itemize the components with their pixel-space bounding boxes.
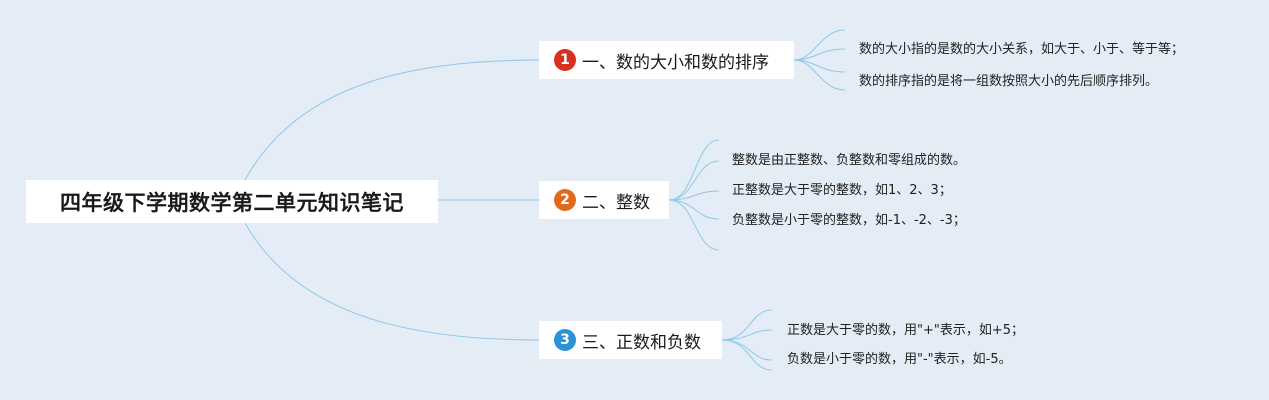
connector-b1-leaf-2-link bbox=[793, 59, 846, 91]
number-badge-1: 1 bbox=[554, 49, 576, 71]
connector-b3-fan-1 bbox=[721, 309, 773, 341]
leaf-topic[interactable]: 数的大小指的是数的大小关系，如大于、小于、等于等； bbox=[859, 42, 1185, 57]
branch-topic-label: 一、数的大小和数的排序 bbox=[582, 52, 769, 73]
connector-b3-leaf-2 bbox=[721, 339, 773, 361]
connector-b1-leaf-1-link bbox=[793, 48, 846, 61]
leaf-topic[interactable]: 整数是由正整数、负整数和零组成的数。 bbox=[732, 153, 967, 168]
connector-b3-fan-4 bbox=[721, 339, 773, 371]
leaf-topic[interactable]: 负数是小于零的数，用"-"表示，如-5。 bbox=[787, 352, 1012, 367]
connector-root-branch-1 bbox=[244, 59, 540, 181]
connector-b2-leaf-2 bbox=[668, 190, 720, 201]
connector-b2-leaf-3 bbox=[668, 199, 720, 220]
branch-topic-label: 二、整数 bbox=[582, 192, 650, 213]
number-badge-3: 3 bbox=[554, 329, 576, 351]
leaf-topic[interactable]: 数的排序指的是将一组数按照大小的先后顺序排列。 bbox=[859, 74, 1159, 89]
root-topic-label: 四年级下学期数学第二单元知识笔记 bbox=[60, 190, 404, 215]
connector-b2-fan-1 bbox=[668, 139, 720, 201]
connector-b2-fan-5 bbox=[668, 199, 720, 251]
number-badge-2: 2 bbox=[554, 189, 576, 211]
branch-topic-1[interactable]: 1 一、数的大小和数的排序 bbox=[539, 41, 794, 79]
leaf-topic[interactable]: 正数是大于零的数，用"+"表示，如+5； bbox=[787, 323, 1025, 338]
branch-topic-label: 三、正数和负数 bbox=[582, 332, 701, 353]
connector-b2-leaf-1 bbox=[668, 160, 720, 201]
connector-b3-leaf-1 bbox=[721, 329, 773, 341]
branch-topic-2[interactable]: 2 二、整数 bbox=[539, 181, 669, 219]
branch-topic-3[interactable]: 3 三、正数和负数 bbox=[539, 321, 722, 359]
connector-b1-leaf-1 bbox=[793, 29, 846, 61]
connector-root-branch-3 bbox=[244, 222, 540, 341]
leaf-topic[interactable]: 正整数是大于零的整数，如1、2、3； bbox=[732, 183, 952, 198]
root-topic[interactable]: 四年级下学期数学第二单元知识笔记 bbox=[26, 180, 438, 223]
leaf-topic[interactable]: 负整数是小于零的整数，如-1、-2、-3； bbox=[732, 213, 966, 228]
